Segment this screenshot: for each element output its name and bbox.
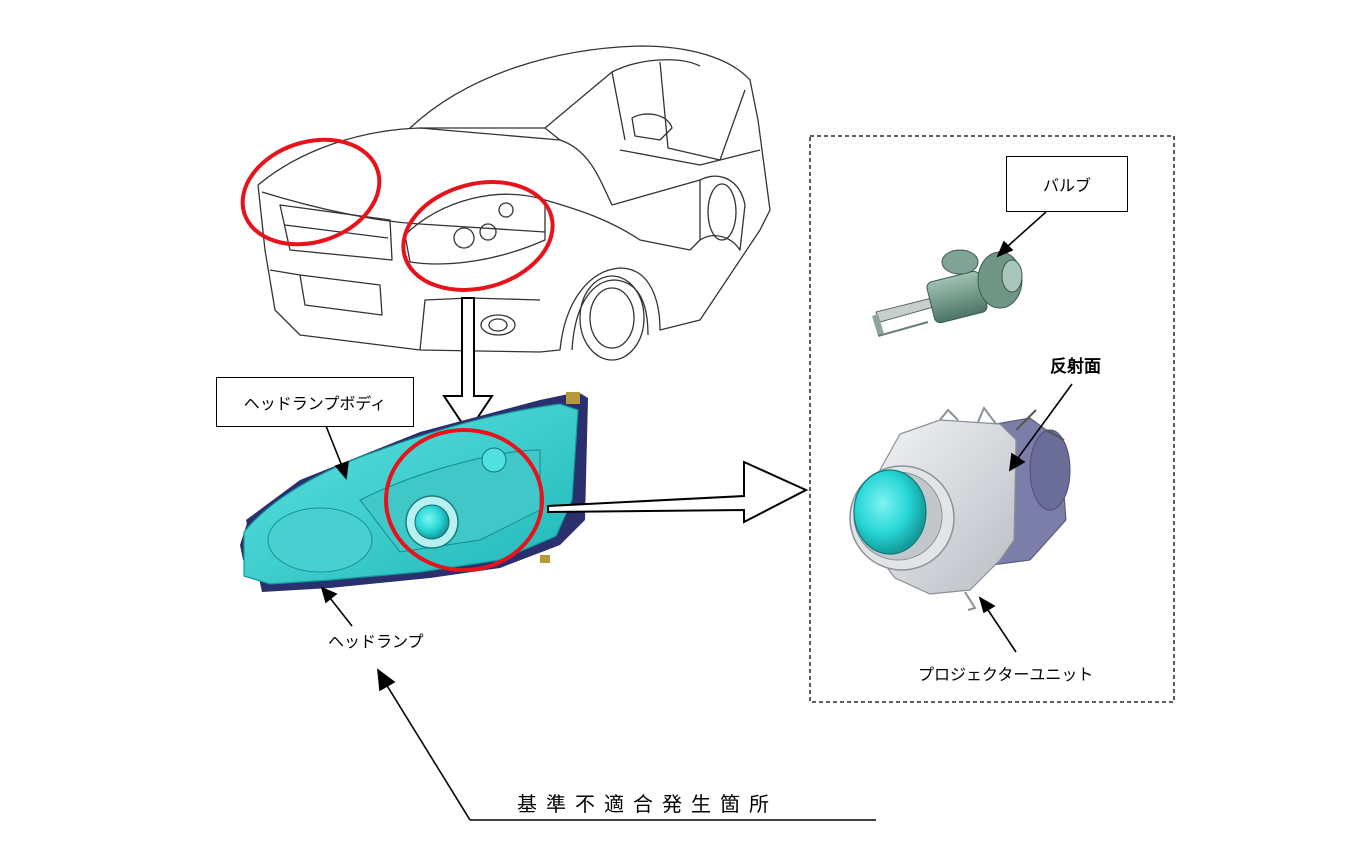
headlamp-body-label-box: ヘッドランプボディ <box>216 377 414 427</box>
car-headlamp-highlight <box>401 180 555 292</box>
bulb-illustration <box>872 249 1023 337</box>
car-drawing <box>257 45 771 361</box>
headlamp-label: ヘッドランプ <box>328 632 424 651</box>
defect-location-label: 基準不適合発生箇所 <box>517 792 778 816</box>
headlamp-body-label: ヘッドランプボディ <box>243 394 387 413</box>
projector-unit-label: プロジェクターユニット <box>918 665 1094 684</box>
headlamp-projector-highlight <box>384 428 544 572</box>
pointer-arrows <box>320 211 1073 821</box>
car-hood-highlight <box>240 137 382 247</box>
bulb-label: バルブ <box>1042 176 1091 195</box>
headlamp-assembly <box>240 392 588 592</box>
detail-dashed-box <box>809 135 1175 703</box>
reflector-label: 反射面 <box>1050 357 1101 377</box>
right-hollow-arrow <box>547 460 809 524</box>
projector-unit-illustration <box>849 406 1071 611</box>
down-hollow-arrow <box>442 297 494 434</box>
bulb-label-box: バルブ <box>1006 156 1128 212</box>
